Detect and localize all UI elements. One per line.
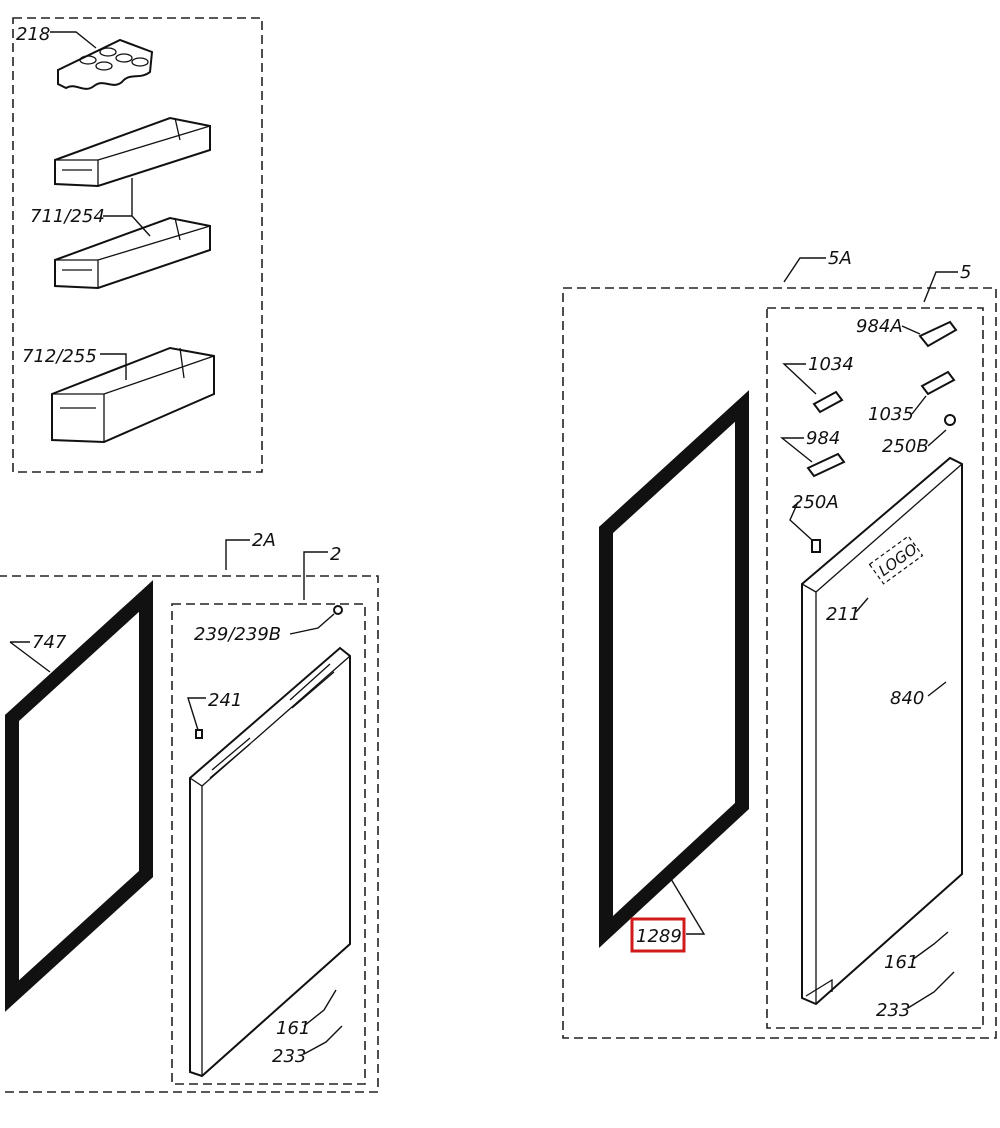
leader-712-255 [100, 353, 127, 380]
leader-250B [927, 429, 947, 447]
cover-1035 [920, 370, 956, 396]
callout-712-255: 712/255 [22, 346, 97, 367]
door-bins-dashed-box [12, 17, 263, 473]
gasket-1289 [599, 390, 749, 949]
leader-218 [50, 31, 97, 49]
cover-984A [918, 320, 958, 348]
cover-984 [806, 452, 846, 478]
callout-747: 747 [32, 632, 67, 653]
callout-1035: 1035 [868, 404, 914, 425]
screw-250B [944, 414, 956, 426]
callout-5A: 5A [828, 248, 852, 269]
callout-711-254: 711/254 [30, 206, 105, 227]
callout-2: 2 [330, 544, 341, 565]
callout-161-left: 161 [276, 1018, 310, 1039]
egg-tray-part [57, 38, 154, 90]
leader-5A [783, 257, 826, 283]
gasket-747 [4, 580, 153, 1012]
door-panel-left [189, 646, 351, 1078]
door-2-inner-box [171, 603, 366, 1085]
leader-250A [789, 501, 813, 541]
callout-250A: 250A [792, 492, 839, 513]
leader-211 [855, 597, 869, 613]
leader-2 [303, 551, 328, 600]
leader-1034 [782, 363, 817, 395]
door-2a-group: 2A 2 747 239/239B 241 161 233 [0, 530, 379, 1093]
leader-233-right [907, 971, 955, 1009]
door-2a-outer-box [0, 575, 379, 1093]
door-shelf-lower [54, 216, 211, 290]
callout-239-239B: 239/239B [194, 624, 281, 645]
door-bin-large [51, 346, 215, 444]
leader-711-254 [103, 178, 151, 237]
callout-2A: 2A [252, 530, 276, 551]
leader-233-left [303, 1025, 343, 1055]
callout-161-right: 161 [884, 952, 918, 973]
leader-1289 [667, 873, 706, 935]
door-panel-right: LOGO [801, 456, 963, 1006]
leader-1035 [911, 395, 927, 415]
callout-211: 211 [826, 604, 860, 625]
callout-1289: 1289 [636, 926, 682, 947]
door-bins-group: 218 711/254 712/255 [12, 17, 263, 473]
leader-239-239B [289, 613, 335, 635]
callout-1034: 1034 [808, 354, 854, 375]
leader-747 [9, 641, 51, 673]
callout-984: 984 [806, 428, 840, 449]
cover-1034 [812, 390, 844, 414]
callout-5: 5 [960, 262, 971, 283]
leader-241 [187, 697, 206, 731]
leader-2A [225, 539, 250, 570]
leader-840 [927, 681, 947, 697]
leader-984 [780, 437, 813, 463]
leader-161-left [303, 989, 337, 1027]
highlight-box-1289 [630, 917, 686, 953]
callout-233-right: 233 [876, 1000, 910, 1021]
callout-250B: 250B [882, 436, 929, 457]
leader-5 [923, 271, 958, 303]
door-5-inner-box [766, 307, 984, 1029]
callout-840: 840 [890, 688, 924, 709]
callout-218: 218 [16, 24, 50, 45]
callout-233-left: 233 [272, 1046, 306, 1067]
screw-239 [333, 605, 343, 615]
leader-984A [901, 325, 921, 335]
pin-250A [811, 539, 821, 553]
hinge-pin-241 [195, 729, 203, 739]
door-5a-outer-box [562, 287, 997, 1039]
callout-241: 241 [208, 690, 242, 711]
callout-984A: 984A [856, 316, 903, 337]
door-shelf-upper [54, 116, 211, 188]
door-5a-group: 5A 5 984A 1034 1035 984 250B 250A [562, 248, 997, 1039]
leader-161-right [911, 931, 949, 961]
